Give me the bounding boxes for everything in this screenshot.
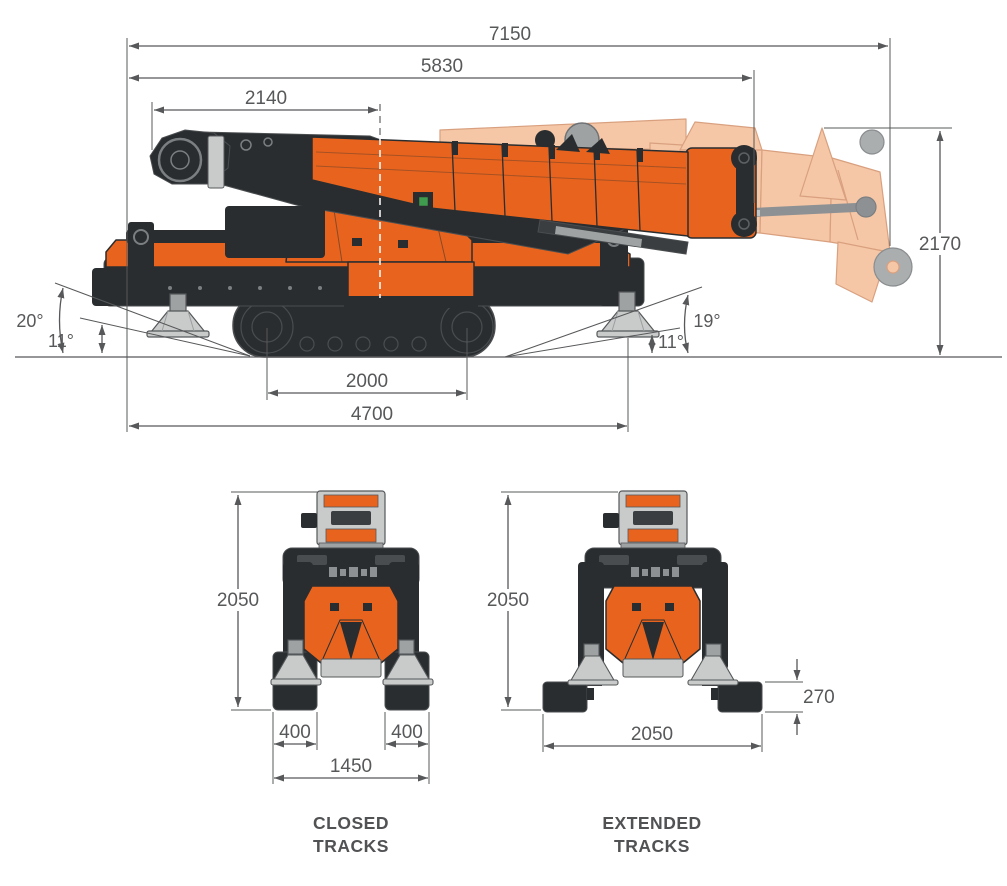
caption-closed-line1: CLOSED bbox=[313, 813, 389, 833]
brand-logo-mark bbox=[329, 567, 377, 577]
front-view-closed-tracks: 2050 400 400 1450 CLOSED TRACKS bbox=[215, 490, 434, 856]
closed-dimensions: 2050 400 400 1450 bbox=[215, 491, 430, 784]
boom-nose-roller-bottom bbox=[731, 211, 757, 237]
dim-extended-height: 2050 bbox=[487, 590, 529, 611]
telescopic-boom bbox=[311, 134, 757, 239]
dim-overall-length: 4700 bbox=[351, 404, 393, 425]
ghost-top-wheel bbox=[859, 129, 885, 155]
dim-total-length: 7150 bbox=[489, 24, 531, 45]
rear-stabilizer-foot bbox=[596, 291, 660, 338]
boom-nose-roller-top bbox=[731, 145, 757, 171]
green-indicator bbox=[418, 196, 429, 207]
dim-track-width-left: 400 bbox=[279, 722, 311, 743]
luffing-cylinder bbox=[537, 219, 689, 255]
dim-wheelbase: 2000 bbox=[346, 371, 388, 392]
side-view-crane-illustration bbox=[92, 104, 913, 358]
caption-extended-line1: EXTENDED bbox=[602, 813, 701, 833]
dim-track-height: 270 bbox=[803, 687, 835, 708]
angle-right-inner: 11° bbox=[658, 332, 684, 352]
dim-extended-track-span: 2050 bbox=[631, 724, 673, 745]
extended-dimensions: 2050 2050 270 bbox=[485, 491, 835, 752]
dim-track-width-right: 400 bbox=[391, 722, 423, 743]
caption-closed-line2: TRACKS bbox=[313, 836, 389, 856]
dim-boom-length: 5830 bbox=[421, 56, 463, 77]
extended-machine bbox=[542, 490, 763, 713]
ghost-boom-extended-position bbox=[439, 118, 913, 303]
angle-right-outer: 19° bbox=[693, 311, 720, 331]
angle-left-inner: 11° bbox=[48, 331, 74, 351]
dim-height: 2170 bbox=[919, 234, 961, 255]
angle-left-outer: 20° bbox=[16, 311, 43, 331]
angle-lines bbox=[54, 282, 703, 358]
dim-tail-to-center: 2140 bbox=[245, 88, 287, 109]
caption-extended-line2: TRACKS bbox=[614, 836, 690, 856]
brand-logo-mark bbox=[631, 567, 679, 577]
extended-track-left bbox=[542, 681, 588, 713]
boom-head-sheave bbox=[157, 137, 203, 183]
closed-machine bbox=[270, 490, 434, 711]
side-view-dimensions: 7150 5830 2140 2170 20° 11° 19° 11° 2000… bbox=[15, 24, 1002, 432]
dim-closed-overall-width: 1450 bbox=[330, 756, 372, 777]
front-view-extended-tracks: 2050 2050 270 EXTENDED TRACKS bbox=[485, 490, 835, 856]
dim-closed-height: 2050 bbox=[217, 590, 259, 611]
extended-track-right bbox=[717, 681, 763, 713]
